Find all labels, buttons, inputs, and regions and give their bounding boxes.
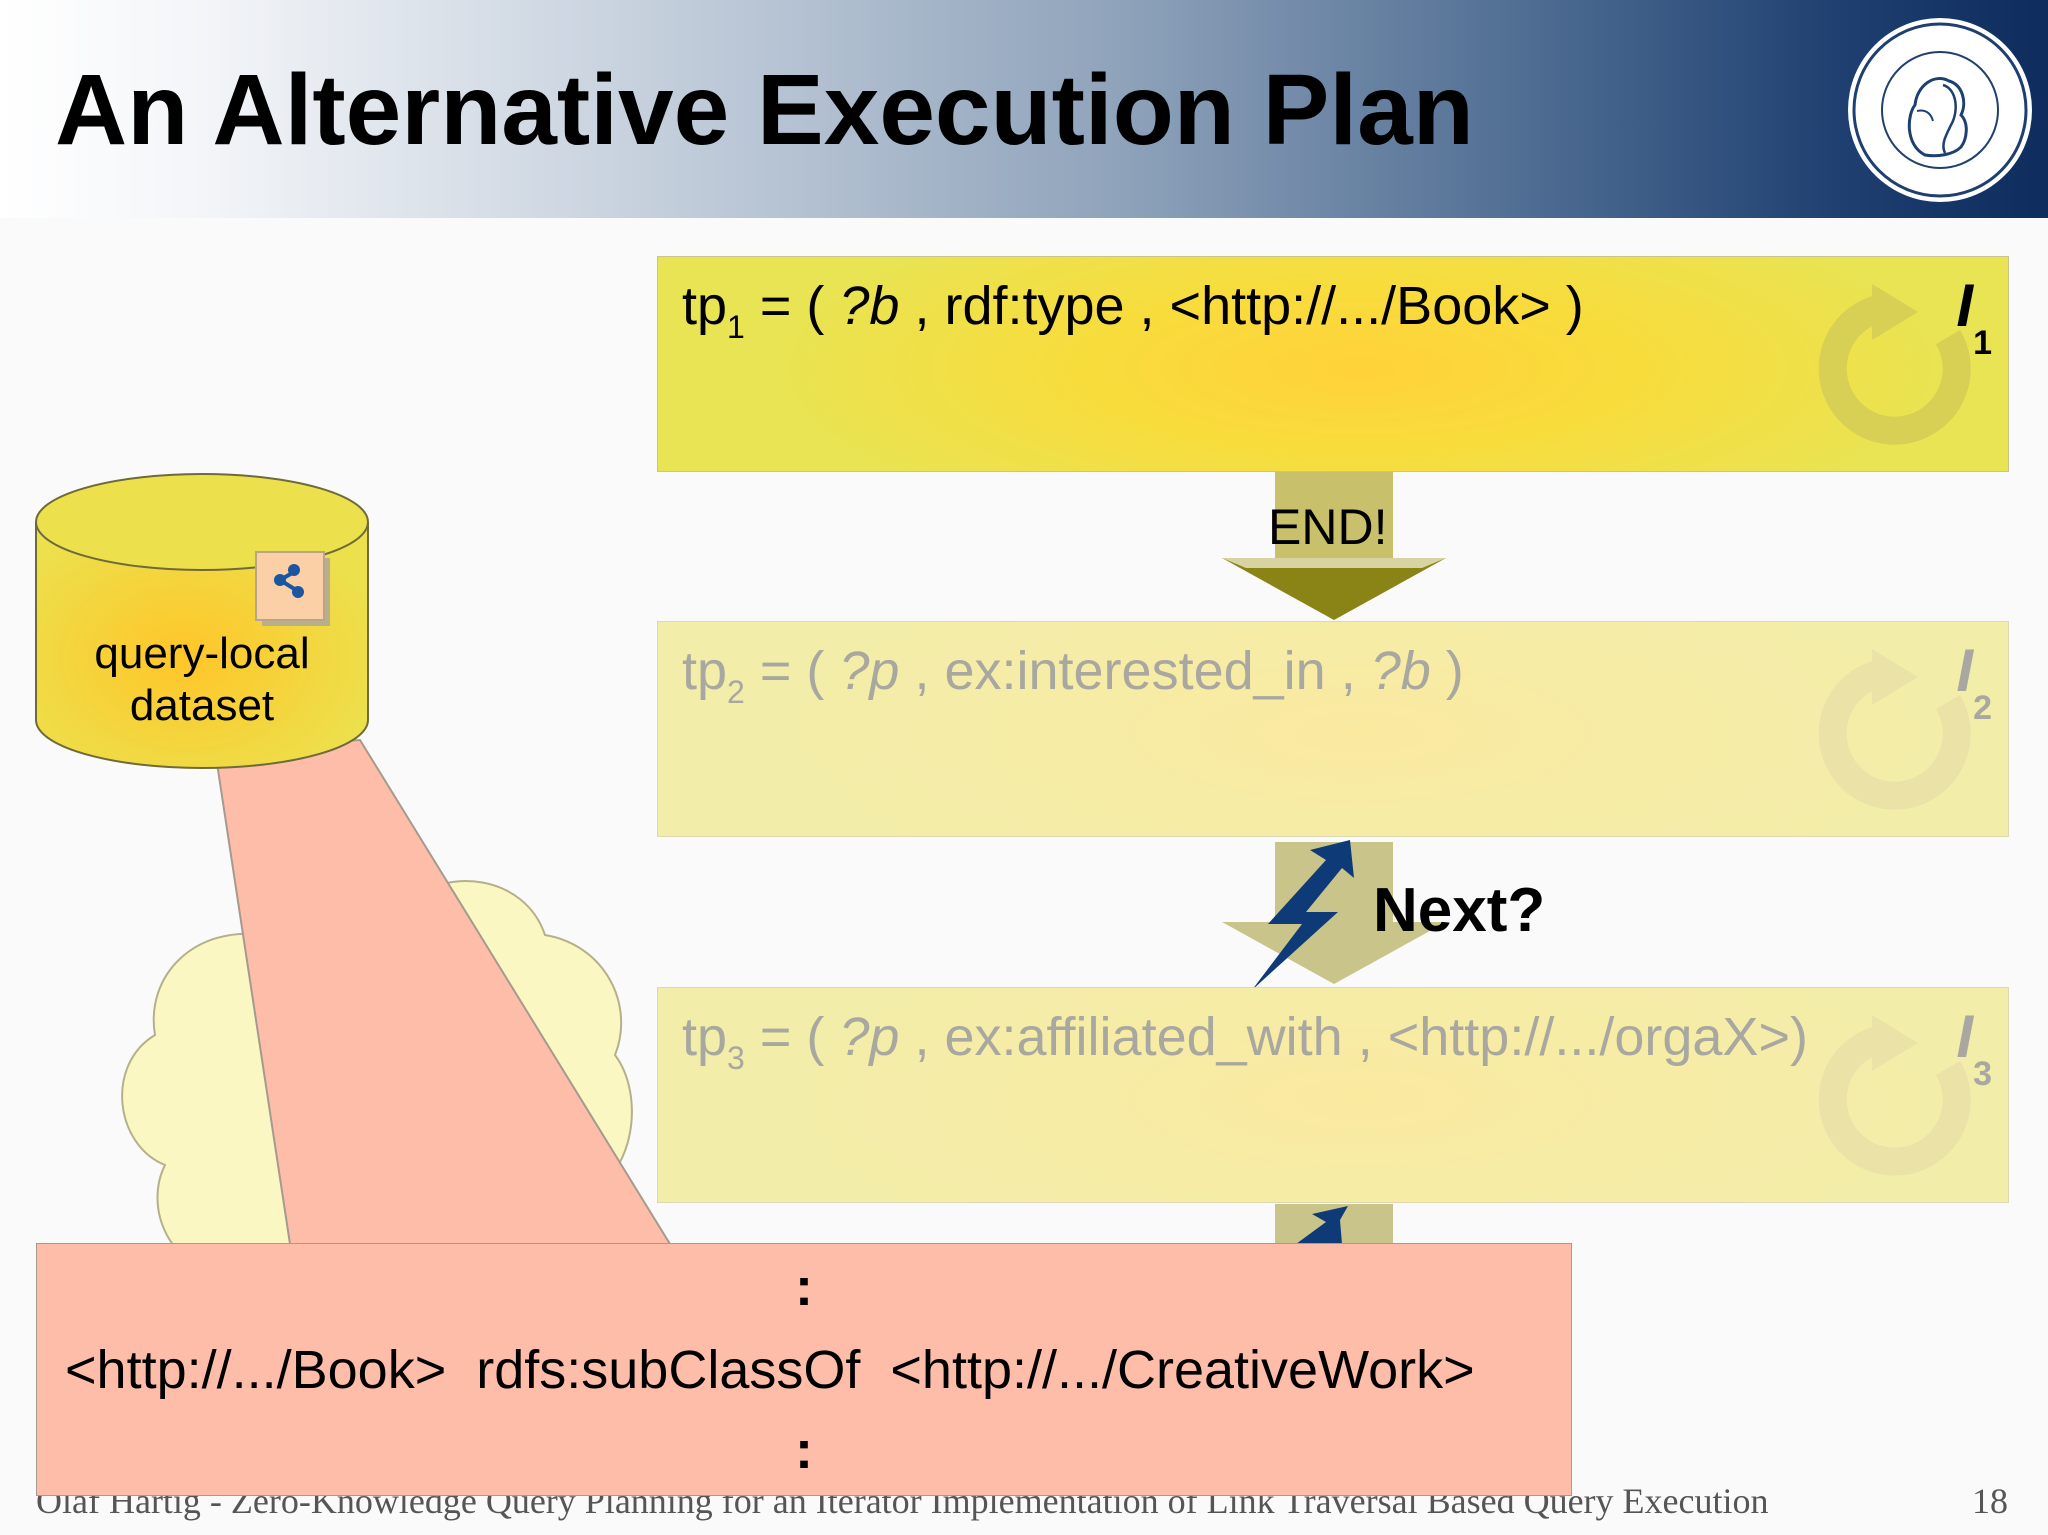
rdf-graph-icon <box>255 551 330 626</box>
ellipsis-top: : <box>795 1257 813 1317</box>
triple-pattern-2: tp2 = ( ?p , ex:interested_in , ?b ) <box>682 641 1464 710</box>
cycle-arrow-icon <box>1818 284 1971 445</box>
iterator-label-3: I3 <box>1956 1003 1992 1093</box>
triples-callout: : <http://.../Book> rdfs:subClassOf <htt… <box>36 1243 1572 1496</box>
iterator-label-2: I2 <box>1956 637 1992 727</box>
dataset-label: query-local dataset <box>94 629 310 730</box>
lightning-bolt-icon <box>1296 1206 1348 1244</box>
cycle-arrow-icon <box>1818 1015 1971 1176</box>
iterator-box-3: tp3 = ( ?p , ex:affiliated_with , <http:… <box>657 987 2009 1203</box>
iterator-box-2: tp2 = ( ?p , ex:interested_in , ?b ) I2 <box>657 621 2009 837</box>
down-arrow-icon <box>1222 922 1446 984</box>
ellipsis-bottom: : <box>795 1420 813 1480</box>
triple-pattern-1: tp1 = ( ?b , rdf:type , <http://.../Book… <box>682 276 1584 345</box>
iterator-label-1: I1 <box>1956 272 1992 362</box>
connector-bar-1 <box>1275 470 1393 562</box>
page-number: 18 <box>1972 1481 2008 1521</box>
slide-title: An Alternative Execution Plan <box>55 54 1474 166</box>
down-arrow-icon <box>1222 558 1446 620</box>
triple-pattern-3: tp3 = ( ?p , ex:affiliated_with , <http:… <box>682 1007 1808 1076</box>
end-signal-label: END! <box>1268 499 1388 555</box>
iterator-box-1: tp1 = ( ?b , rdf:type , <http://.../Book… <box>657 256 2009 472</box>
slide-header <box>0 0 2048 218</box>
university-seal-logo <box>1848 18 2032 202</box>
next-call-label: Next? <box>1373 876 1546 945</box>
lightning-bolt-icon <box>1252 840 1354 990</box>
cycle-arrow-icon <box>1818 649 1971 810</box>
rdf-triple: <http://.../Book> rdfs:subClassOf <http:… <box>65 1340 1475 1400</box>
